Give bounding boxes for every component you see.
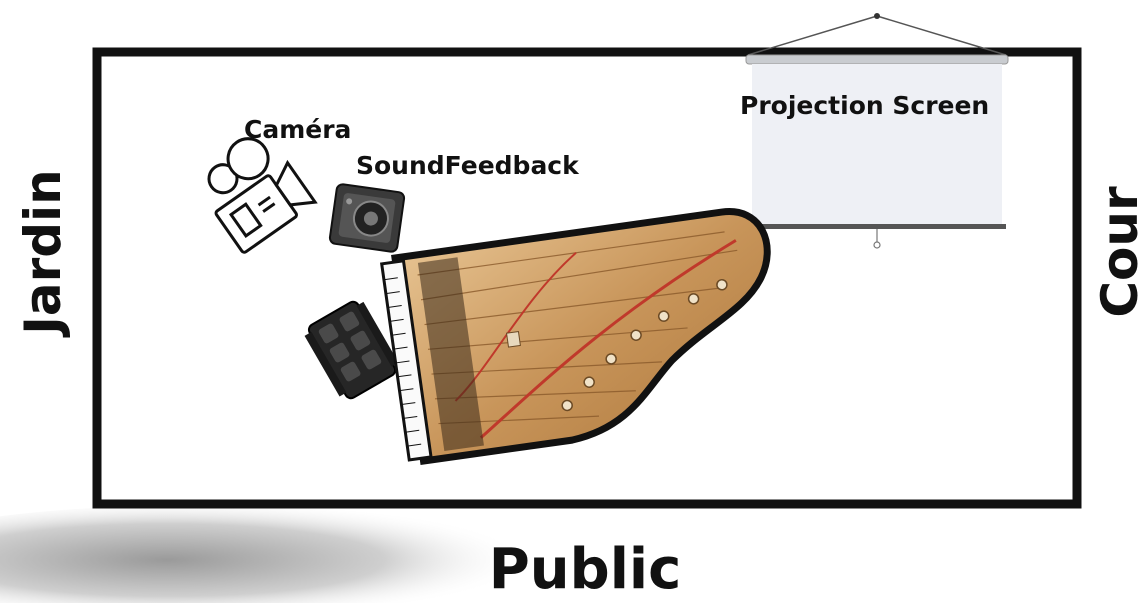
projection-screen-label: Projection Screen: [740, 91, 989, 120]
jardin-label: Jardin: [13, 152, 73, 352]
camera-label: Caméra: [244, 115, 351, 144]
sound-feedback-label: SoundFeedback: [356, 151, 579, 180]
public-label: Public: [430, 535, 740, 605]
cour-label: Cour: [1090, 152, 1146, 352]
camera-icon: [189, 125, 316, 253]
speaker-icon: [329, 184, 405, 253]
grand-piano-icon: [381, 207, 790, 463]
